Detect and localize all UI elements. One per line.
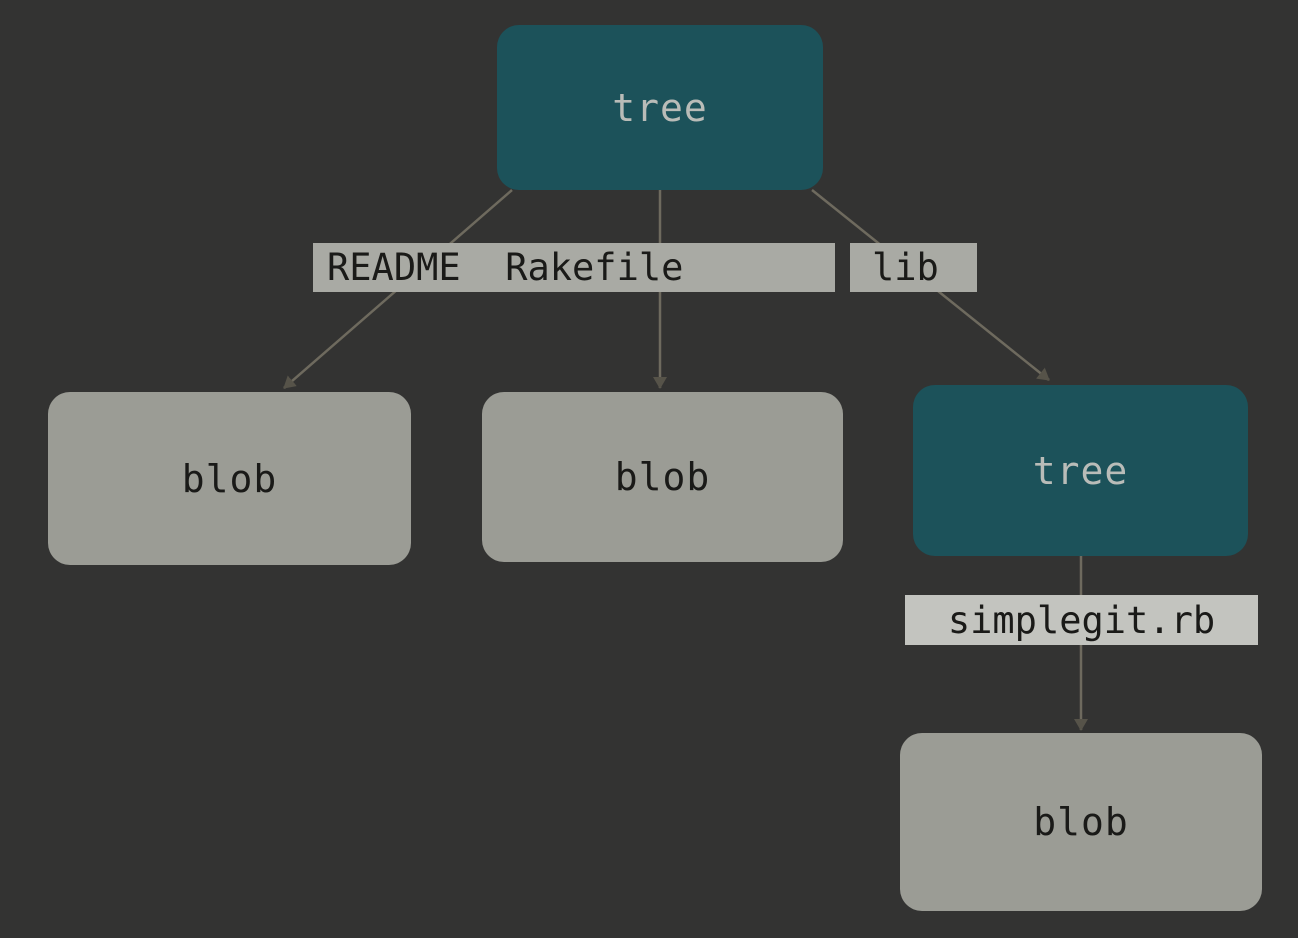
node-label: blob [614,455,711,499]
node-blob-readme[interactable]: blob [48,392,411,565]
node-blob-simplegit[interactable]: blob [900,733,1262,911]
edge-label-text: lib [872,246,939,289]
node-label: tree [612,85,708,130]
edge-label-lib: lib [850,243,977,292]
node-label: blob [1033,800,1129,844]
edge-label-text: README Rakefile [327,246,684,289]
edge-label-simplegit: simplegit.rb [905,595,1258,645]
edge-label-readme-rakefile: README Rakefile [313,243,835,292]
node-label: tree [1032,448,1129,493]
node-tree-lib[interactable]: tree [913,385,1248,556]
node-label: blob [181,456,278,501]
node-tree-root[interactable]: tree [497,25,823,190]
edge-label-text: simplegit.rb [947,598,1216,642]
node-blob-rakefile[interactable]: blob [482,392,843,562]
